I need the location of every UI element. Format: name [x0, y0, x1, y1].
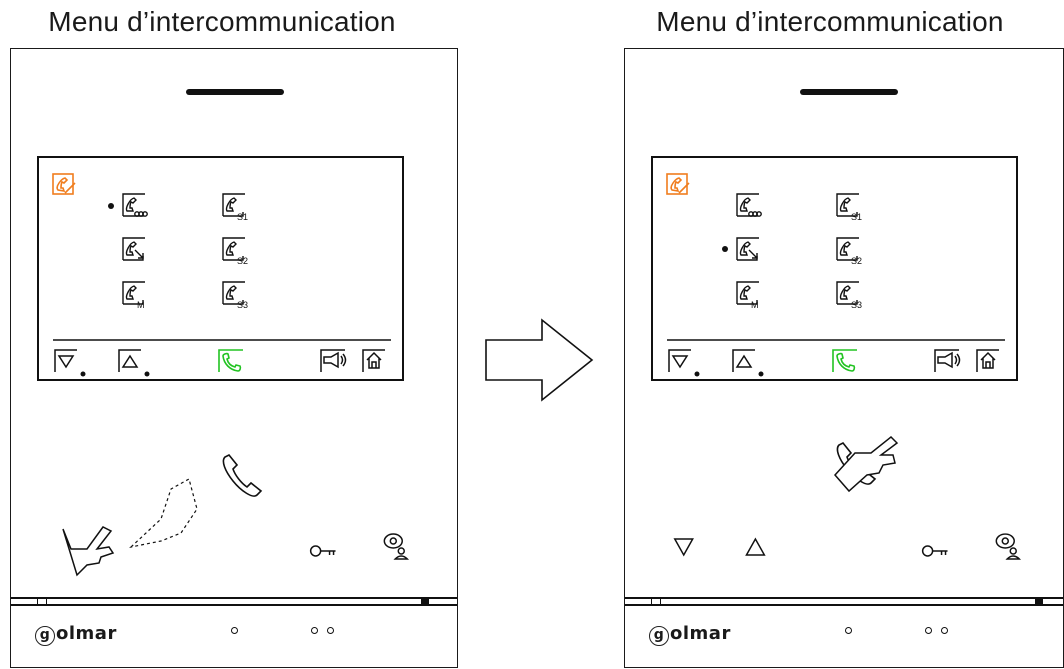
monitor-bottom-bar: [11, 597, 457, 669]
mic-holes: [941, 627, 948, 634]
panel-title: Menu d’intercommunication: [656, 6, 1004, 37]
handset-m-icon[interactable]: M: [736, 281, 759, 310]
icon-subscript: M: [137, 300, 145, 310]
down-button-icon[interactable]: [673, 538, 694, 557]
panel-title: Menu d’intercommunication: [48, 6, 396, 37]
button-row: [309, 533, 410, 560]
intercom-icon: [52, 173, 76, 195]
handset-transfer-icon[interactable]: [736, 237, 759, 261]
handset-s3-icon[interactable]: S3: [836, 281, 862, 310]
transition-arrow: [484, 318, 596, 407]
handset-s3-icon[interactable]: S3: [222, 281, 248, 310]
intercom-icon: [666, 173, 690, 195]
icon-subscript: S1: [851, 212, 862, 222]
dotted-hand-outline: [129, 478, 198, 549]
home-key-icon[interactable]: [976, 349, 999, 372]
handset-s1-icon[interactable]: S1: [222, 193, 248, 222]
mic-holes: [327, 627, 334, 634]
speaker-slot: [186, 89, 284, 95]
up-key-icon[interactable]: [118, 349, 150, 377]
handset-group-icon[interactable]: [736, 193, 762, 217]
handset-s2-icon[interactable]: S2: [222, 237, 248, 266]
call-key-icon[interactable]: [832, 349, 857, 372]
monitor-bottom-bar: [625, 597, 1063, 669]
selection-dot: [722, 246, 728, 252]
up-button-icon[interactable]: [745, 537, 766, 556]
pointing-hand-icon: [833, 435, 899, 493]
icon-subscript: S3: [851, 300, 862, 310]
auto-start-key-icon[interactable]: [383, 533, 410, 560]
icon-subscript: S2: [851, 256, 862, 266]
auto-start-key-icon[interactable]: [995, 533, 1022, 560]
speaker-slot: [800, 89, 898, 95]
down-key-icon[interactable]: [668, 349, 700, 377]
icon-subscript: S3: [237, 300, 248, 310]
button-row: [673, 533, 1022, 560]
pointing-hand-icon: [62, 526, 115, 577]
handset-s1-icon[interactable]: S1: [836, 193, 862, 222]
mic-holes: [925, 627, 932, 634]
down-key-icon[interactable]: [54, 349, 86, 377]
handset-group-icon[interactable]: [122, 193, 148, 217]
call-key-icon[interactable]: [218, 349, 243, 372]
door-release-key-icon[interactable]: [921, 545, 948, 557]
icon-subscript: M: [751, 300, 759, 310]
selection-dot: [108, 203, 114, 209]
icon-subscript: S1: [237, 212, 248, 222]
door-release-key-icon[interactable]: [309, 545, 336, 557]
handset-transfer-icon[interactable]: [122, 237, 145, 261]
announce-key-icon[interactable]: [934, 349, 961, 372]
handset-m-icon[interactable]: M: [122, 281, 145, 310]
mic-holes: [311, 627, 318, 634]
announce-key-icon[interactable]: [320, 349, 347, 372]
led-indicator: [231, 627, 238, 634]
handset-s2-icon[interactable]: S2: [836, 237, 862, 266]
up-key-icon[interactable]: [732, 349, 764, 377]
icon-subscript: S2: [237, 256, 248, 266]
handset-button-icon[interactable]: [222, 453, 263, 497]
led-indicator: [845, 627, 852, 634]
home-key-icon[interactable]: [362, 349, 385, 372]
